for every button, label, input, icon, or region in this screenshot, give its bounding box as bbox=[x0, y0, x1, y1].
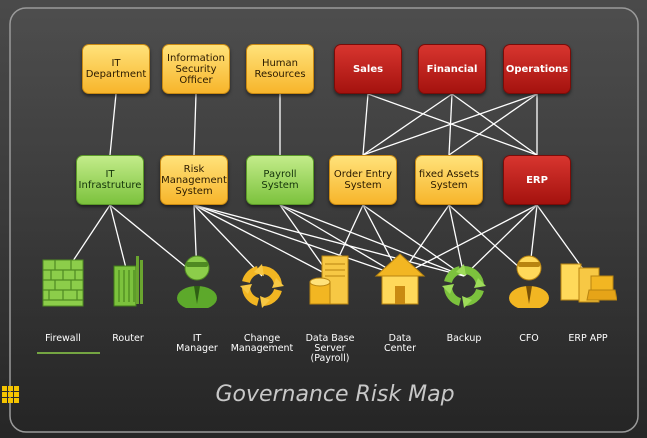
top-box: Human Resources bbox=[246, 44, 314, 94]
middle-box: ERP bbox=[503, 155, 571, 205]
node-label: Backup bbox=[446, 333, 482, 344]
person-icon bbox=[507, 250, 551, 312]
connector-line bbox=[362, 93, 453, 156]
connector-line bbox=[109, 204, 129, 277]
person-icon bbox=[175, 250, 219, 312]
top-box-label: Human Resources bbox=[254, 58, 306, 80]
node-label: Data Base Server (Payroll) bbox=[305, 333, 355, 364]
connector-line bbox=[399, 204, 538, 277]
connector-line bbox=[448, 204, 530, 277]
connector-line bbox=[193, 204, 465, 277]
connector-line bbox=[448, 93, 538, 156]
top-box-label: Sales bbox=[352, 63, 384, 75]
connector-line bbox=[362, 204, 465, 277]
erp-app-icon bbox=[559, 258, 618, 312]
database-server-icon bbox=[308, 250, 352, 312]
top-box-label: Financial bbox=[426, 63, 478, 75]
diagram-title: Governance Risk Map bbox=[215, 382, 455, 407]
connector-line bbox=[193, 204, 331, 277]
middle-box-label: ERP bbox=[526, 174, 548, 186]
middle-box-label: Risk Management System bbox=[161, 163, 227, 197]
connector-line bbox=[362, 93, 369, 156]
backup-cycle-icon bbox=[442, 264, 486, 312]
connector-line bbox=[193, 204, 263, 277]
middle-box: Risk Management System bbox=[160, 155, 228, 205]
connector-line bbox=[109, 204, 198, 277]
connector-line bbox=[109, 93, 117, 156]
router-icon bbox=[110, 252, 146, 312]
top-box: Information Security Officer bbox=[162, 44, 230, 94]
connector-line bbox=[367, 93, 538, 156]
connector-line bbox=[451, 93, 538, 156]
firewall-icon bbox=[41, 256, 85, 312]
top-box-label: IT Department bbox=[85, 58, 147, 80]
top-box: IT Department bbox=[82, 44, 150, 94]
connector-line bbox=[448, 204, 465, 277]
node-label: Change Management bbox=[230, 333, 294, 354]
node-label: CFO bbox=[519, 333, 539, 344]
connector-line bbox=[279, 204, 401, 277]
node-label: Firewall bbox=[45, 333, 81, 344]
middle-box-label: Order Entry System bbox=[333, 169, 393, 191]
top-box: Sales bbox=[334, 44, 402, 94]
top-box-label: Information Security Officer bbox=[167, 52, 225, 86]
top-box-label: Operations bbox=[505, 63, 569, 75]
node-label: ERP APP bbox=[568, 333, 608, 344]
grid-icon bbox=[2, 386, 19, 403]
node-label: Data Center bbox=[384, 333, 416, 354]
node-label: IT Manager bbox=[176, 333, 218, 354]
top-box: Financial bbox=[418, 44, 486, 94]
connector-line bbox=[193, 204, 401, 277]
middle-box-label: IT Infrastruture bbox=[78, 169, 142, 191]
house-icon bbox=[372, 250, 428, 312]
connector-line bbox=[193, 93, 197, 156]
middle-box-label: Payroll System bbox=[261, 169, 299, 191]
cycle-icon bbox=[240, 264, 284, 312]
middle-box: fixed Assets System bbox=[415, 155, 483, 205]
middle-box-label: fixed Assets System bbox=[418, 169, 480, 191]
middle-box: Order Entry System bbox=[329, 155, 397, 205]
middle-box: IT Infrastruture bbox=[76, 155, 144, 205]
node-label: Router bbox=[112, 333, 144, 344]
connector-line bbox=[279, 204, 465, 277]
connector-line bbox=[362, 93, 538, 156]
firewall-underline bbox=[37, 352, 100, 354]
top-box: Operations bbox=[503, 44, 571, 94]
middle-box: Payroll System bbox=[246, 155, 314, 205]
connector-line bbox=[463, 204, 538, 277]
